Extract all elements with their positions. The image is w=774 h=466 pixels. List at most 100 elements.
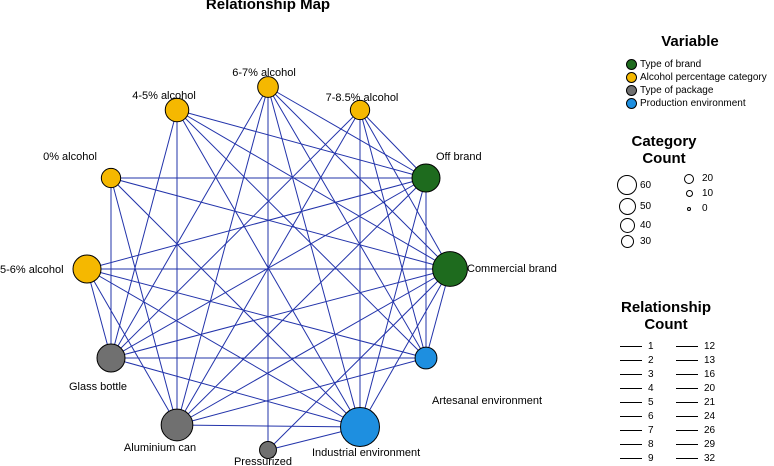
size-circle [619, 218, 635, 233]
legend-line [620, 430, 642, 431]
relationship-legend-item: 24 [676, 411, 715, 422]
category-count-legend-title: Category Count [614, 133, 714, 167]
legend-value: 2 [648, 355, 654, 366]
size-legend-50: 50 [616, 198, 651, 215]
legend-line [676, 416, 698, 417]
size-legend-10: 10 [678, 188, 713, 199]
legend-line [676, 388, 698, 389]
relationship-legend-item: 16 [676, 369, 715, 380]
relationship-legend-item: 7 [620, 425, 654, 436]
relationship-legend-item: 3 [620, 369, 654, 380]
edge-alc45-artesanal [176, 109, 427, 359]
legend-value: 13 [704, 355, 716, 366]
legend-value: 6 [648, 411, 654, 422]
legend-line [620, 374, 642, 375]
relationship-legend-item: 21 [676, 397, 715, 408]
legend-line [620, 360, 642, 361]
legend-item-type-of-brand: Type of brand [626, 59, 701, 70]
node-label-alc785: 7-8.5% alcohol [326, 92, 399, 104]
size-label: 50 [640, 201, 652, 212]
size-circle [617, 175, 637, 195]
legend-value: 26 [704, 425, 716, 436]
legend-item-type-of-package: Type of package [626, 85, 713, 96]
node-label-alc45: 4-5% alcohol [132, 90, 196, 102]
legend-title-line: Relationship [620, 299, 711, 316]
legend-swatch [626, 59, 637, 70]
legend-value: 5 [648, 397, 654, 408]
relationship-legend-item: 26 [676, 425, 715, 436]
legend-line [676, 458, 698, 459]
node-pressurized [259, 441, 277, 459]
relationship-legend-item: 8 [620, 439, 654, 450]
edge-alc0-industrial [110, 177, 361, 428]
relationship-legend-item: 1 [620, 341, 654, 352]
edge-alucan-industrial [176, 424, 361, 428]
legend-line [676, 402, 698, 403]
edge-alc56-artesanal [86, 268, 427, 359]
node-label-alc56: 5-6% alcohol [0, 264, 64, 276]
size-circle [618, 198, 636, 215]
edge-offbrand-alucan [176, 177, 427, 426]
legend-value: 1 [648, 341, 654, 352]
edge-alc67-alucan [176, 86, 269, 426]
legend-swatch [626, 72, 637, 83]
edge-commercial-glass [110, 268, 451, 359]
legend-label: Type of brand [640, 59, 702, 70]
size-legend-40: 40 [616, 218, 651, 233]
legend-value: 32 [704, 453, 716, 464]
size-label: 40 [640, 220, 652, 231]
edge-alc45-offbrand [176, 109, 427, 179]
legend-line [620, 388, 642, 389]
relationship-legend-item: 5 [620, 397, 654, 408]
edge-alc0-commercial [110, 177, 451, 270]
relationship-legend-item: 32 [676, 453, 715, 464]
size-circle [620, 235, 634, 248]
legend-label: Alcohol percentage category [640, 72, 767, 83]
edge-offbrand-glass [110, 177, 427, 359]
size-label: 0 [702, 203, 708, 214]
node-glass [96, 343, 126, 373]
node-offbrand [411, 163, 441, 193]
legend-value: 29 [704, 439, 716, 450]
legend-value: 8 [648, 439, 654, 450]
node-alc785 [349, 99, 371, 121]
edge-alc67-artesanal [267, 86, 427, 359]
size-legend-20: 20 [678, 173, 713, 184]
node-label-alc67: 6-7% alcohol [232, 67, 296, 79]
relationship-legend-item: 2 [620, 355, 654, 366]
edge-alc785-glass [110, 109, 361, 359]
edge-commercial-alucan [176, 268, 451, 426]
legend-line [620, 346, 642, 347]
legend-line [620, 444, 642, 445]
legend-item-alcohol-category: Alcohol percentage category [626, 72, 767, 83]
edge-alc45-commercial [176, 109, 451, 270]
node-label-industrial: Industrial environment [312, 447, 420, 459]
node-alc67 [257, 76, 279, 98]
legend-swatch [626, 85, 637, 96]
node-alucan [160, 408, 194, 442]
legend-line [676, 430, 698, 431]
edge-alc67-industrial [267, 86, 361, 428]
size-legend-0: 0 [678, 203, 708, 214]
size-label: 20 [702, 173, 714, 184]
legend-value: 3 [648, 369, 654, 380]
node-artesanal [414, 346, 438, 370]
legend-label: Type of package [640, 85, 714, 96]
edge-alc56-industrial [86, 268, 361, 428]
legend-value: 4 [648, 383, 654, 394]
relationship-count-legend-title: Relationship Count [606, 299, 726, 333]
node-label-alc0: 0% alcohol [43, 151, 97, 163]
edge-alc45-glass [110, 109, 178, 359]
edge-alc67-glass [110, 86, 269, 359]
edge-alc56-offbrand [86, 177, 427, 270]
node-label-pressurized: Pressurized [234, 456, 292, 466]
edge-commercial-pressurized [267, 268, 451, 451]
size-label: 10 [702, 188, 714, 199]
edge-alc56-glass [86, 268, 112, 359]
legend-value: 20 [704, 383, 716, 394]
edge-alc785-artesanal [359, 109, 427, 359]
legend-value: 16 [704, 369, 716, 380]
relationship-legend-item: 4 [620, 383, 654, 394]
legend-title-line: Count [642, 150, 686, 167]
